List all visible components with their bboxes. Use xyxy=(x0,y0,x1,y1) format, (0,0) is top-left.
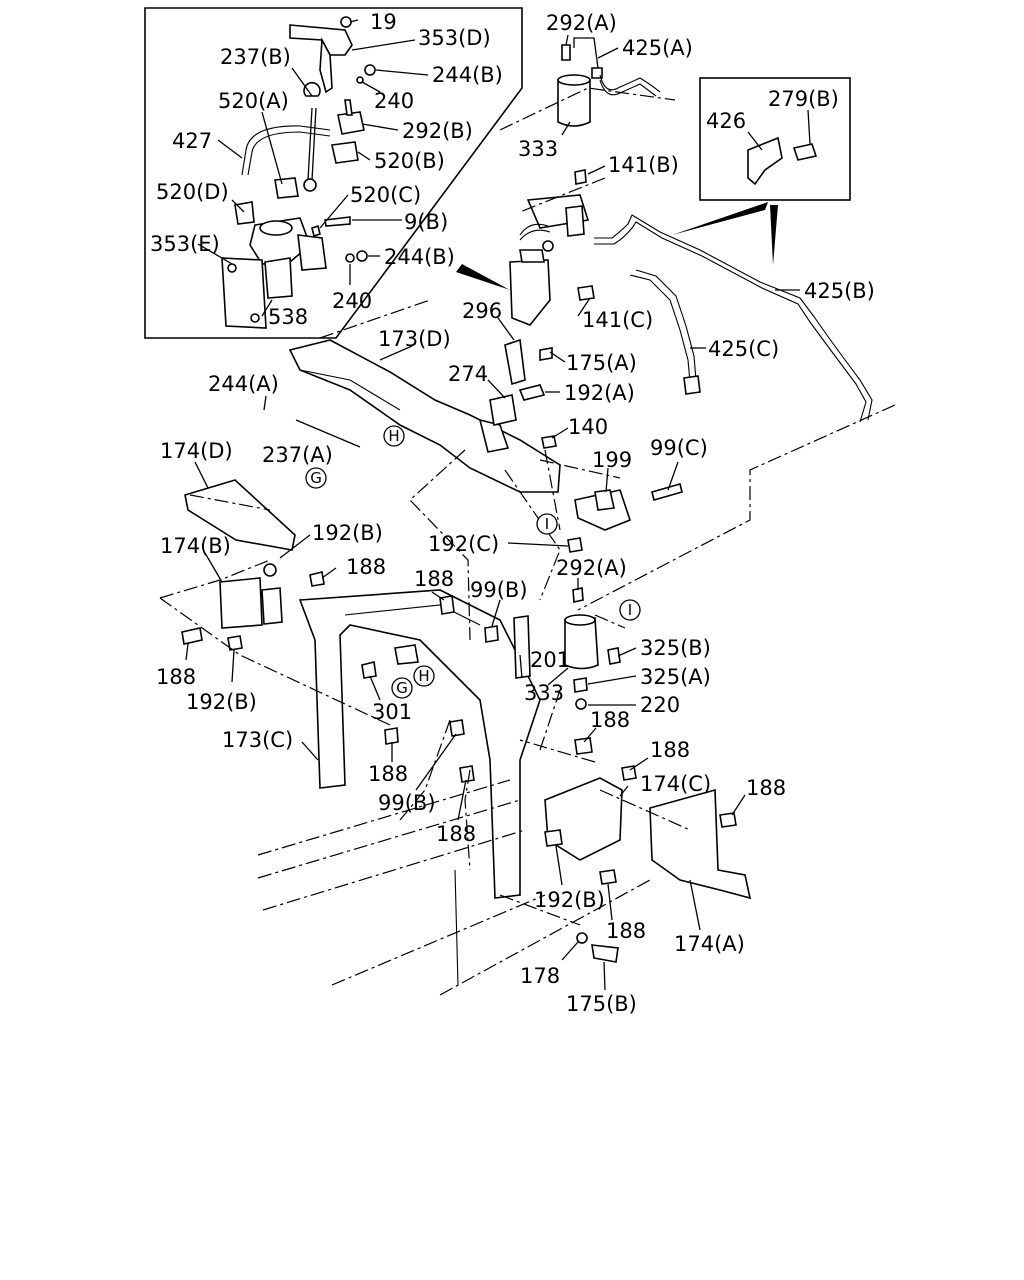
detail-pointer-wedge xyxy=(770,205,778,265)
part-label: 141(C) xyxy=(582,308,653,332)
part-label: 192(B) xyxy=(312,521,383,545)
reference-marker-h-text: H xyxy=(418,667,429,685)
part-label: 174(D) xyxy=(160,439,233,463)
reference-marker-h xyxy=(413,665,435,687)
part-label: 353(E) xyxy=(150,232,220,256)
air-tank-and-pipes xyxy=(509,44,873,423)
part-label: 301 xyxy=(372,700,412,724)
part-label: 325(A) xyxy=(640,665,711,689)
part-label: 240 xyxy=(332,289,372,313)
part-label: 201 xyxy=(530,648,570,672)
part-label: 19 xyxy=(370,10,397,34)
reference-marker-g-text: G xyxy=(310,469,322,487)
part-label: 188 xyxy=(368,762,408,786)
part-label: 520(D) xyxy=(156,180,229,204)
part-label: 520(A) xyxy=(218,89,289,113)
reference-marker-i xyxy=(536,513,558,535)
reference-marker-g xyxy=(391,677,413,699)
part-label: 188 xyxy=(606,919,646,943)
part-label: 174(C) xyxy=(640,772,711,796)
part-label: 292(B) xyxy=(402,119,473,143)
detail-pointer-wedge xyxy=(672,202,768,235)
part-label: 244(B) xyxy=(384,245,455,269)
part-label: 244(A) xyxy=(208,372,279,396)
part-label: 99(C) xyxy=(650,436,708,460)
valve-detail-inset-box xyxy=(144,7,523,339)
reference-marker-i-text: I xyxy=(628,601,632,619)
part-label: 174(A) xyxy=(674,932,745,956)
part-label: 237(A) xyxy=(262,443,333,467)
part-label: 333 xyxy=(518,137,558,161)
reference-marker-h xyxy=(383,425,405,447)
part-label: 99(B) xyxy=(470,578,528,602)
part-label: 425(C) xyxy=(708,337,779,361)
part-label: 188 xyxy=(650,738,690,762)
part-label: 237(B) xyxy=(220,45,291,69)
part-label: 99(B) xyxy=(378,791,436,815)
reference-marker-g-text: G xyxy=(396,679,408,697)
part-label: 520(B) xyxy=(374,149,445,173)
part-label: 141(B) xyxy=(608,153,679,177)
bracket-detail-inset-box xyxy=(699,77,851,201)
part-label: 9(B) xyxy=(404,210,448,234)
part-label: 173(C) xyxy=(222,728,293,752)
part-label: 192(B) xyxy=(534,888,605,912)
part-labels: 19 353(D) 237(B) 244(B) 240 520(A) 292(B… xyxy=(150,10,875,1016)
part-label: 188 xyxy=(156,665,196,689)
part-label: 199 xyxy=(592,448,632,472)
reference-marker-h-text: H xyxy=(388,427,399,445)
reference-marker-g xyxy=(305,467,327,489)
part-label: 426 xyxy=(706,109,746,133)
part-label: 279(B) xyxy=(768,87,839,111)
part-label: 188 xyxy=(746,776,786,800)
reference-marker-i xyxy=(619,599,641,621)
leveling-valve-assembly xyxy=(221,16,376,329)
part-label: 427 xyxy=(172,129,212,153)
part-label: 178 xyxy=(520,964,560,988)
part-label: 220 xyxy=(640,693,680,717)
part-label: 188 xyxy=(436,822,476,846)
part-label: 520(C) xyxy=(350,183,421,207)
part-label: 188 xyxy=(590,708,630,732)
part-label: 538 xyxy=(268,305,308,329)
part-label: 175(A) xyxy=(566,351,637,375)
part-label: 188 xyxy=(414,567,454,591)
part-label: 192(B) xyxy=(186,690,257,714)
part-label: 296 xyxy=(462,299,502,323)
part-label: 333 xyxy=(524,681,564,705)
part-label: 174(B) xyxy=(160,534,231,558)
part-label: 175(B) xyxy=(566,992,637,1016)
part-label: 325(B) xyxy=(640,636,711,660)
part-label: 274 xyxy=(448,362,488,386)
reference-marker-i-text: I xyxy=(545,515,549,533)
reference-lines xyxy=(159,87,896,996)
frame-cross-members xyxy=(181,338,752,963)
part-label: 188 xyxy=(346,555,386,579)
part-label: 192(A) xyxy=(564,381,635,405)
leader-lines xyxy=(185,19,811,991)
part-label: 240 xyxy=(374,89,414,113)
part-label: 192(C) xyxy=(428,532,499,556)
part-label: 353(D) xyxy=(418,26,491,50)
part-label: 292(A) xyxy=(546,11,617,35)
detail-pointer-wedge xyxy=(456,264,510,290)
part-label: 173(D) xyxy=(378,327,451,351)
part-label: 244(B) xyxy=(432,63,503,87)
part-label: 292(A) xyxy=(556,556,627,580)
part-label: 425(B) xyxy=(804,279,875,303)
part-label: 425(A) xyxy=(622,36,693,60)
part-label: 140 xyxy=(568,415,608,439)
